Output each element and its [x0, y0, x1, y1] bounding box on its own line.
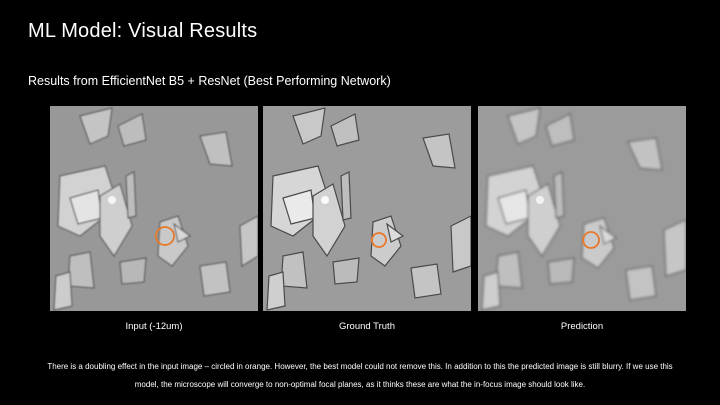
input-image-caption: Input (-12um)	[125, 321, 183, 332]
prediction-microscopy-image	[478, 106, 686, 311]
doubling-marker-circle	[155, 226, 175, 246]
doubling-marker-circle	[582, 231, 600, 249]
input-image-panel	[50, 106, 258, 311]
ground-truth-image-panel	[263, 106, 471, 311]
input-microscopy-image	[50, 106, 258, 311]
prediction-image-caption: Prediction	[560, 321, 604, 332]
ground-truth-image-caption: Ground Truth	[339, 321, 395, 332]
prediction-image-panel	[478, 106, 686, 311]
results-note: There is a doubling effect in the input …	[47, 362, 673, 389]
doubling-marker-circle	[371, 232, 387, 248]
slide-title: ML Model: Visual Results	[28, 20, 258, 42]
ground-truth-microscopy-image	[263, 106, 471, 311]
slide-subtitle: Results from EfficientNet B5 + ResNet (B…	[28, 74, 391, 88]
